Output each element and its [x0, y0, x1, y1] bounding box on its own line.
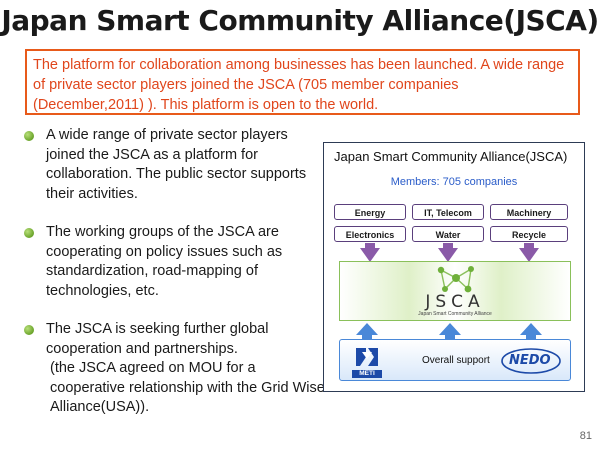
down-arrow-icon [519, 248, 539, 262]
nedo-logo: NEDO [500, 346, 562, 376]
nedo-text: NEDO [509, 353, 551, 368]
bullet-text: A wide range of private sector players j… [46, 127, 307, 202]
up-arrow-stem [526, 334, 536, 340]
bullet-item: The working groups of the JSCA are coope… [22, 223, 331, 301]
jsca-logo-text: JSCA [425, 292, 485, 312]
meti-logo: METI [350, 344, 384, 378]
bullet-dot-icon [24, 325, 34, 335]
support-box: METI Overall support NEDO [339, 339, 571, 381]
members-count: Members: 705 companies [390, 176, 518, 188]
down-arrow-icon [438, 248, 458, 262]
slide-title: Japan Smart Community Alliance(JSCA) [1, 4, 599, 37]
diagram-title: Japan Smart Community Alliance(JSCA) [334, 149, 568, 164]
up-arrow-stem [445, 334, 455, 340]
jsca-logo-box: JSCA Japan Smart Community Alliance [339, 261, 571, 321]
bullet-dot-icon [24, 131, 34, 141]
up-arrow-stem [362, 334, 372, 340]
category-it-telecom: IT, Telecom [412, 204, 484, 220]
category-energy: Energy [334, 204, 406, 220]
bullet-dot-icon [24, 228, 34, 238]
meti-label: METI [352, 370, 382, 378]
category-water: Water [412, 226, 484, 242]
callout-box: The platform for collaboration among bus… [25, 49, 580, 115]
jsca-diagram: Japan Smart Community Alliance(JSCA) Mem… [323, 142, 585, 392]
jsca-logo-subtext: Japan Smart Community Alliance [418, 311, 492, 317]
category-electronics: Electronics [334, 226, 406, 242]
jsca-network-icon [437, 266, 474, 293]
support-label: Overall support [422, 355, 490, 366]
down-arrow-stem [365, 243, 375, 249]
nedo-swoosh-icon [501, 348, 561, 374]
up-arrow-icon [520, 323, 542, 335]
category-recycle: Recycle [490, 226, 568, 242]
bullet-item: A wide range of private sector players j… [22, 126, 321, 204]
bullet-list: A wide range of private sector players j… [22, 126, 325, 437]
down-arrow-icon [360, 248, 380, 262]
down-arrow-stem [443, 243, 453, 249]
up-arrow-icon [356, 323, 378, 335]
up-arrow-icon [439, 323, 461, 335]
down-arrow-stem [524, 243, 534, 249]
bullet-subtext: (the JSCA agreed on MOU for a cooperativ… [50, 360, 325, 415]
page-number: 81 [579, 430, 592, 442]
meti-emblem-icon [356, 348, 378, 366]
bullet-item: The JSCA is seeking further global coope… [22, 320, 331, 418]
bullet-text: The JSCA is seeking further global coope… [46, 321, 269, 357]
category-machinery: Machinery [490, 204, 568, 220]
bullet-text: The working groups of the JSCA are coope… [46, 224, 283, 299]
